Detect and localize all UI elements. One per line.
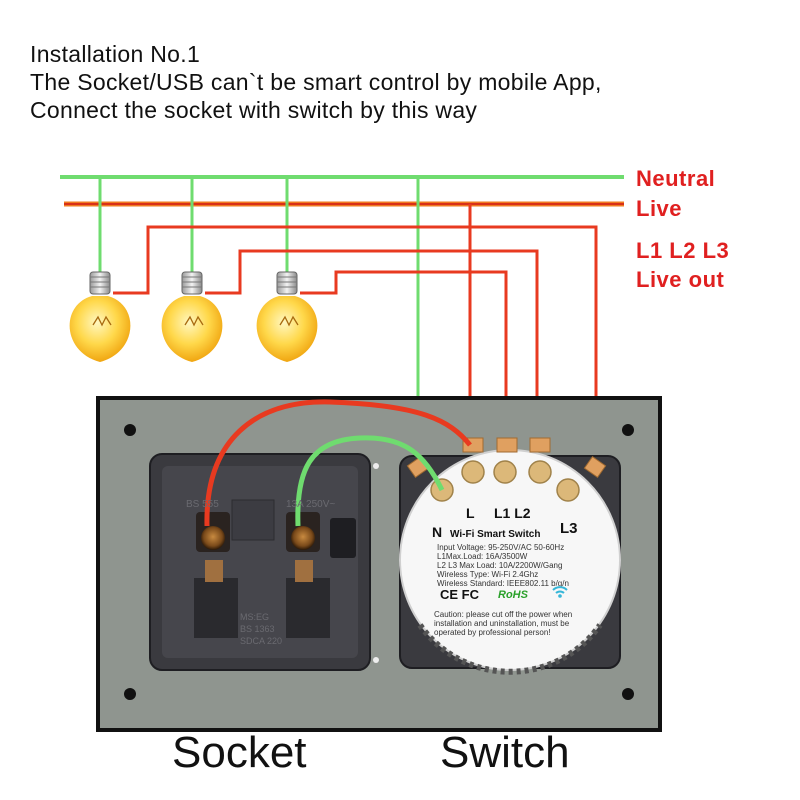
instruction-title: Installation No.1 xyxy=(30,41,201,67)
mount-hole-br xyxy=(622,688,634,700)
spec-line-3: L2 L3 Max Load: 10A/2200W/Gang xyxy=(437,561,562,570)
wifi-icon xyxy=(552,586,568,598)
socket-rating-mark: 13A 250V~ xyxy=(286,499,335,510)
spec-line-2: L1Max.Load: 16A/3500W xyxy=(437,552,528,561)
caution-line-1: Caution: please cut off the power when xyxy=(434,610,572,619)
caution-line-3: operated by professional person! xyxy=(434,628,551,637)
clip-marker-top xyxy=(373,463,379,469)
terminal-label-l: L xyxy=(466,505,475,521)
socket-label: Socket xyxy=(172,728,307,777)
socket-bottom-mark-2: BS 1363 xyxy=(240,624,275,634)
socket-terminal-left xyxy=(196,512,230,582)
neutral-jumper-socket-to-switch xyxy=(295,435,445,527)
live-out-l2-wire xyxy=(205,249,539,440)
live-jumper-socket-to-switch xyxy=(204,399,472,527)
rohs-mark: RoHS xyxy=(498,589,529,601)
terminal-label-n: N xyxy=(432,524,442,540)
instructions: Installation No.1 The Socket/USB can`t b… xyxy=(30,40,602,124)
legend-neutral: Neutral xyxy=(636,166,716,191)
spec-line-5: Wireless Standard: IEEE802.11 b/g/n xyxy=(437,579,569,588)
instruction-line-2: The Socket/USB can`t be smart control by… xyxy=(30,69,602,95)
terminal-label-l1-l2: L1 L2 xyxy=(494,505,531,521)
caution-line-2: installation and uninstallation, must be xyxy=(434,619,570,628)
socket-bottom-mark-3: SDCA 220 xyxy=(240,636,282,646)
light-bulb-2 xyxy=(161,271,223,362)
mount-hole-tl xyxy=(124,424,136,436)
clip-marker-bottom xyxy=(373,657,379,663)
socket-terminal-right xyxy=(286,512,320,582)
cert-mark: CE FC xyxy=(440,587,480,602)
instruction-line-3: Connect the socket with switch by this w… xyxy=(30,97,478,123)
live-out-l1-wire xyxy=(113,225,598,462)
legend-l1-l2-l3: L1 L2 L3 xyxy=(636,238,730,263)
spec-line-4: Wireless Type: Wi-Fi 2.4Ghz xyxy=(437,570,538,579)
mount-hole-bl xyxy=(124,688,136,700)
spec-line-1: Input Voltage: 95-250V/AC 50-60Hz xyxy=(437,543,564,552)
mount-hole-tr xyxy=(622,424,634,436)
legend-live: Live xyxy=(636,196,683,221)
module-title: Wi-Fi Smart Switch xyxy=(450,529,540,540)
socket-top-mark: BS 555 xyxy=(186,499,219,510)
live-out-l3-wire xyxy=(300,270,508,440)
legend-live-out: Live out xyxy=(636,267,725,292)
socket-bottom-mark-1: MS:EG xyxy=(240,612,269,622)
light-bulb-3 xyxy=(256,271,318,362)
switch-label: Switch xyxy=(440,728,570,777)
smart-switch-module xyxy=(399,437,621,675)
light-bulb-1 xyxy=(69,271,131,362)
terminal-label-l3: L3 xyxy=(560,520,578,537)
